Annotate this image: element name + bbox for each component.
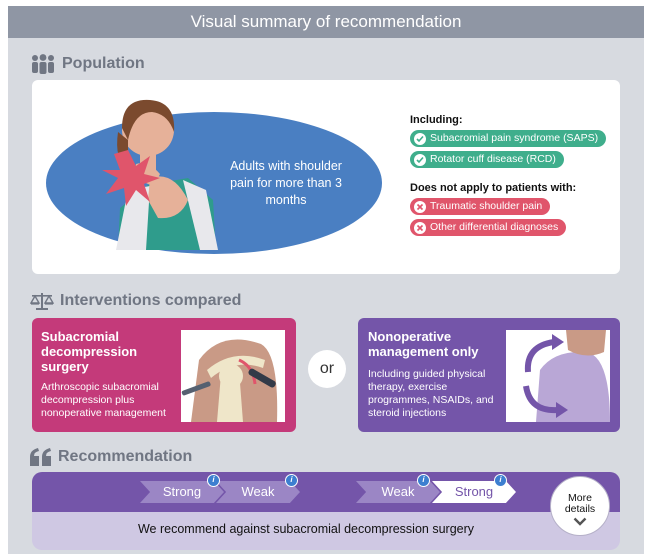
balance-scale-icon	[30, 293, 54, 310]
or-label: or	[308, 350, 346, 388]
include-label-saps: Subacromial pain syndrome (SAPS)	[430, 132, 599, 144]
population-heading-label: Population	[62, 55, 145, 72]
nonoperative-description: Including guided physical therapy, exerc…	[368, 368, 494, 419]
cross-icon	[414, 200, 426, 213]
recommendation-heading: Recommendation	[30, 448, 192, 466]
population-heading: Population	[30, 54, 145, 74]
recommendation-text: We recommend against subacromial decompr…	[137, 522, 475, 536]
recommendation-heading-label: Recommendation	[58, 448, 193, 465]
info-icon[interactable]: i	[285, 474, 298, 487]
interventions-heading: Interventions compared	[30, 291, 241, 311]
exclude-label-other: Other differential diagnoses	[430, 221, 559, 233]
info-icon[interactable]: i	[417, 474, 430, 487]
surgery-description: Arthroscopic subacromial decompression p…	[41, 381, 166, 419]
scale-strong-for: Strong	[432, 481, 516, 503]
page-title: Visual summary of recommendation	[8, 6, 644, 38]
population-description: Adults with shoulder pain for more than …	[230, 159, 342, 207]
excluding-title: Does not apply to patients with:	[410, 182, 577, 194]
info-icon[interactable]: i	[207, 474, 220, 487]
shoulder-pain-person-illustration	[102, 99, 218, 250]
exclude-pill-traumatic: Traumatic shoulder pain	[410, 198, 551, 215]
scale-strong-against: Strong	[140, 481, 224, 503]
interventions-heading-label: Interventions compared	[60, 292, 242, 309]
surgery-title: Subacromial decompression surgery	[41, 329, 138, 374]
check-icon	[414, 153, 426, 166]
nonoperative-title: Nonoperative management only	[368, 329, 479, 359]
including-title: Including:	[410, 114, 463, 126]
more-details-label: More details	[564, 492, 596, 515]
exclude-pill-other: Other differential diagnoses	[410, 219, 567, 236]
include-pill-rcd: Rotator cuff disease (RCD)	[410, 151, 564, 168]
include-pill-saps: Subacromial pain syndrome (SAPS)	[410, 130, 607, 147]
info-icon[interactable]: i	[494, 474, 507, 487]
more-details-button[interactable]: More details	[550, 476, 610, 536]
exclude-label-traumatic: Traumatic shoulder pain	[430, 200, 543, 212]
check-icon	[414, 132, 426, 145]
quote-icon	[30, 448, 51, 466]
surgery-shoulder-illustration	[181, 330, 285, 422]
chevron-down-icon	[573, 517, 587, 526]
include-label-rcd: Rotator cuff disease (RCD)	[430, 153, 556, 165]
cross-icon	[414, 221, 426, 234]
recommendation-box: Strong Weak Weak Strong We recommend aga…	[32, 472, 620, 550]
scale-weak-for: Weak	[356, 481, 440, 503]
people-icon	[32, 54, 54, 74]
recommendation-scale-bar	[32, 472, 620, 512]
scale-weak-against: Weak	[216, 481, 300, 503]
nonoperative-shoulder-illustration	[506, 330, 610, 422]
